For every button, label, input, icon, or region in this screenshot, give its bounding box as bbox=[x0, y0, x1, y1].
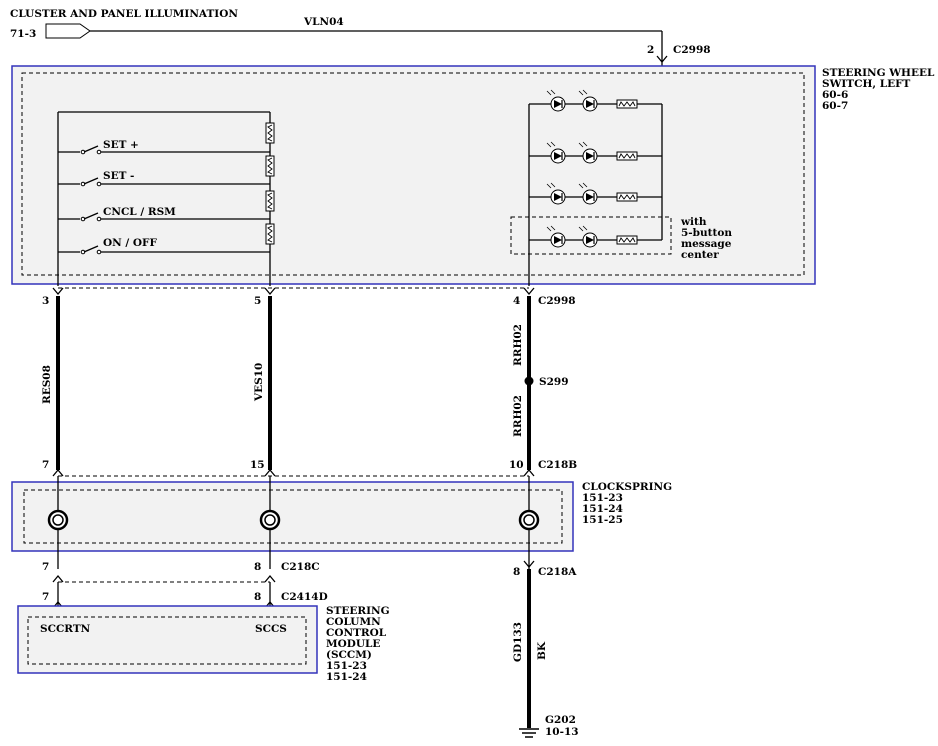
switch-set-minus: SET - bbox=[103, 170, 134, 182]
connector-c218c: C218C bbox=[281, 561, 320, 573]
led-ladder bbox=[510, 89, 672, 286]
pin-7a: 7 bbox=[42, 459, 49, 471]
pin-15: 15 bbox=[250, 459, 265, 471]
sccm-pin-sccrtn: SCCRTN bbox=[40, 623, 91, 635]
message-center-l4: center bbox=[681, 249, 719, 261]
sccm-box bbox=[17, 605, 318, 674]
pin-8a: 8 bbox=[254, 561, 261, 573]
message-center-l1: with bbox=[680, 216, 707, 228]
pin-5: 5 bbox=[254, 295, 261, 307]
steering-wheel-switch-box bbox=[11, 65, 816, 285]
splice-dot bbox=[524, 376, 534, 386]
wire-label-rrh02-lower: RRH02 bbox=[512, 395, 524, 437]
sccm-l1: STEERING bbox=[326, 605, 390, 617]
wire-label-gd133: GD133 bbox=[512, 622, 524, 662]
pin-7c: 7 bbox=[42, 591, 49, 603]
clockspring-coil-3-icon bbox=[518, 509, 540, 531]
connector-c2414d: C2414D bbox=[281, 591, 328, 603]
switch-set-plus: SET + bbox=[103, 139, 139, 151]
sccm-l4: MODULE bbox=[326, 638, 380, 650]
clockspring-ref2: 151-24 bbox=[582, 503, 623, 515]
sccm-ref1: 151-23 bbox=[326, 660, 367, 672]
header-title: CLUSTER AND PANEL ILLUMINATION bbox=[10, 8, 238, 20]
ground-g202: G202 bbox=[545, 714, 576, 726]
wire-label-rrh02-upper: RRH02 bbox=[512, 324, 524, 366]
switch-cncl-rsm: CNCL / RSM bbox=[103, 206, 176, 218]
ground-ref: 10-13 bbox=[545, 726, 579, 738]
wire-label-ves10: VES10 bbox=[253, 363, 265, 402]
connector-c218a: C218A bbox=[538, 566, 577, 578]
pin-3: 3 bbox=[42, 295, 49, 307]
wire-label-res08: RES08 bbox=[41, 365, 53, 404]
sccm-ref2: 151-24 bbox=[326, 671, 367, 683]
switch-on-off: ON / OFF bbox=[103, 237, 157, 249]
clockspring-ref1: 151-23 bbox=[582, 492, 623, 504]
sccm-l3: CONTROL bbox=[326, 627, 387, 639]
clockspring-ref3: 151-25 bbox=[582, 514, 623, 526]
clockspring-box bbox=[11, 481, 574, 552]
clockspring-coil-2-icon bbox=[259, 509, 281, 531]
steering-wheel-title2: SWITCH, LEFT bbox=[822, 78, 911, 90]
input-connector-icon bbox=[45, 23, 91, 39]
connector-c218b: C218B bbox=[538, 459, 577, 471]
steering-wheel-ref1: 60-6 bbox=[822, 89, 848, 101]
pin-2: 2 bbox=[647, 44, 654, 56]
wire-color-bk: BK bbox=[536, 641, 548, 660]
header-ref: 71-3 bbox=[10, 28, 36, 40]
wire-label-top: VLN04 bbox=[303, 16, 344, 28]
ground-icon bbox=[519, 728, 539, 738]
pin-8b: 8 bbox=[513, 566, 520, 578]
steering-wheel-ref2: 60-7 bbox=[822, 100, 848, 112]
sccm-l5: (SCCM) bbox=[326, 649, 372, 661]
clockspring-coil-1-icon bbox=[47, 509, 69, 531]
sccm-pin-sccs: SCCS bbox=[255, 623, 287, 635]
splice-s299: S299 bbox=[539, 376, 569, 388]
clockspring-title: CLOCKSPRING bbox=[582, 481, 672, 493]
connector-c2998-top: C2998 bbox=[673, 44, 711, 56]
pin-8c: 8 bbox=[254, 591, 261, 603]
pin-10: 10 bbox=[509, 459, 524, 471]
steering-wheel-title1: STEERING WHEEL bbox=[822, 67, 935, 79]
sccm-l2: COLUMN bbox=[326, 616, 381, 628]
message-center-l2: 5-button bbox=[681, 227, 732, 239]
switch-ladder bbox=[57, 111, 275, 286]
pin-4: 4 bbox=[513, 295, 520, 307]
connector-c2998-bottom: C2998 bbox=[538, 295, 576, 307]
pin-7b: 7 bbox=[42, 561, 49, 573]
message-center-l3: message bbox=[681, 238, 732, 250]
